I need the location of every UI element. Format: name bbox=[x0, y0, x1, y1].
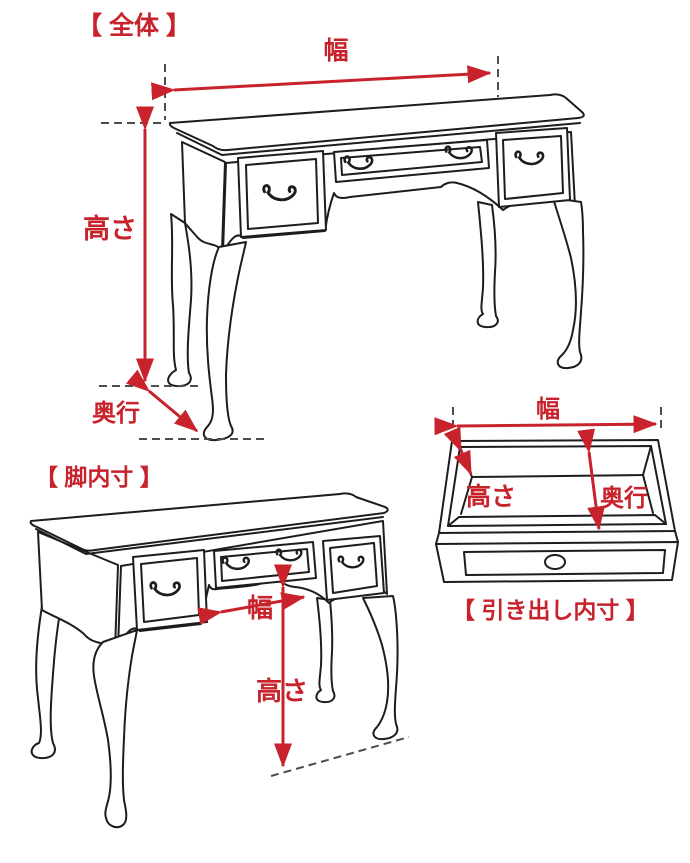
drawer-height-arrow bbox=[443, 426, 473, 476]
drawer-interior-lines bbox=[447, 445, 667, 527]
overall-width-arrow bbox=[151, 65, 492, 101]
overall-front-right-leg bbox=[552, 197, 585, 370]
drawer-front-face bbox=[435, 541, 679, 583]
innerleg-back-left-leg bbox=[30, 605, 61, 760]
innerleg-back-right-leg bbox=[315, 597, 336, 704]
overall-back-left-leg bbox=[167, 213, 193, 388]
inner-leg-title: 【 脚内寸 】 bbox=[35, 464, 163, 490]
innerleg-left-drawer bbox=[132, 549, 208, 631]
innerleg-front-right-leg bbox=[362, 595, 399, 741]
drawer-width-label: 幅 bbox=[536, 396, 560, 423]
drawer-depth-arrow bbox=[577, 428, 606, 531]
overall-right-drawer bbox=[495, 127, 571, 208]
drawer-knob bbox=[544, 554, 566, 570]
drawer-front-connectors bbox=[435, 530, 679, 545]
drawer-width-arrow bbox=[434, 415, 658, 436]
innerleg-ground-line bbox=[270, 736, 410, 777]
drawer-box-drawing bbox=[435, 439, 679, 583]
inner-leg-annotations: 幅 高さ 【 脚内寸 】 bbox=[35, 464, 410, 777]
overall-top-edge-line bbox=[176, 122, 581, 156]
drawer-height-label: 高さ bbox=[466, 482, 516, 511]
overall-desk-top bbox=[168, 93, 585, 152]
innerleg-top-edge-line bbox=[35, 516, 384, 555]
overall-title: 【 全体 】 bbox=[77, 11, 191, 40]
drawer-front-panel bbox=[463, 549, 666, 576]
innerleg-desk-top bbox=[29, 492, 389, 552]
drawer-depth-label: 奥行 bbox=[600, 484, 648, 512]
overall-desk-drawing bbox=[167, 93, 585, 442]
innerleg-width-label: 幅 bbox=[247, 593, 273, 623]
drawer-annotations: 幅 高さ 奥行 【 引き出し内寸 】 bbox=[434, 396, 662, 623]
overall-front-left-leg bbox=[202, 241, 247, 442]
innerleg-right-drawer bbox=[322, 535, 385, 601]
overall-left-drawer bbox=[237, 150, 327, 238]
innerleg-height-label: 高さ bbox=[256, 676, 308, 706]
overall-left-panel bbox=[181, 141, 226, 251]
overall-depth-label: 奥行 bbox=[92, 399, 140, 427]
innerleg-front-left-leg bbox=[92, 629, 138, 829]
overall-annotations: 幅 高さ 奥行 【 全体 】 bbox=[77, 11, 499, 440]
overall-height-label: 高さ bbox=[83, 213, 137, 244]
overall-depth-arrow bbox=[125, 369, 199, 433]
drawer-title: 【 引き出し内寸 】 bbox=[452, 597, 649, 623]
overall-middle-drawer bbox=[333, 139, 490, 183]
inner-leg-desk-drawing bbox=[29, 492, 399, 829]
overall-width-label: 幅 bbox=[323, 37, 348, 65]
overall-back-right-leg bbox=[476, 201, 499, 329]
